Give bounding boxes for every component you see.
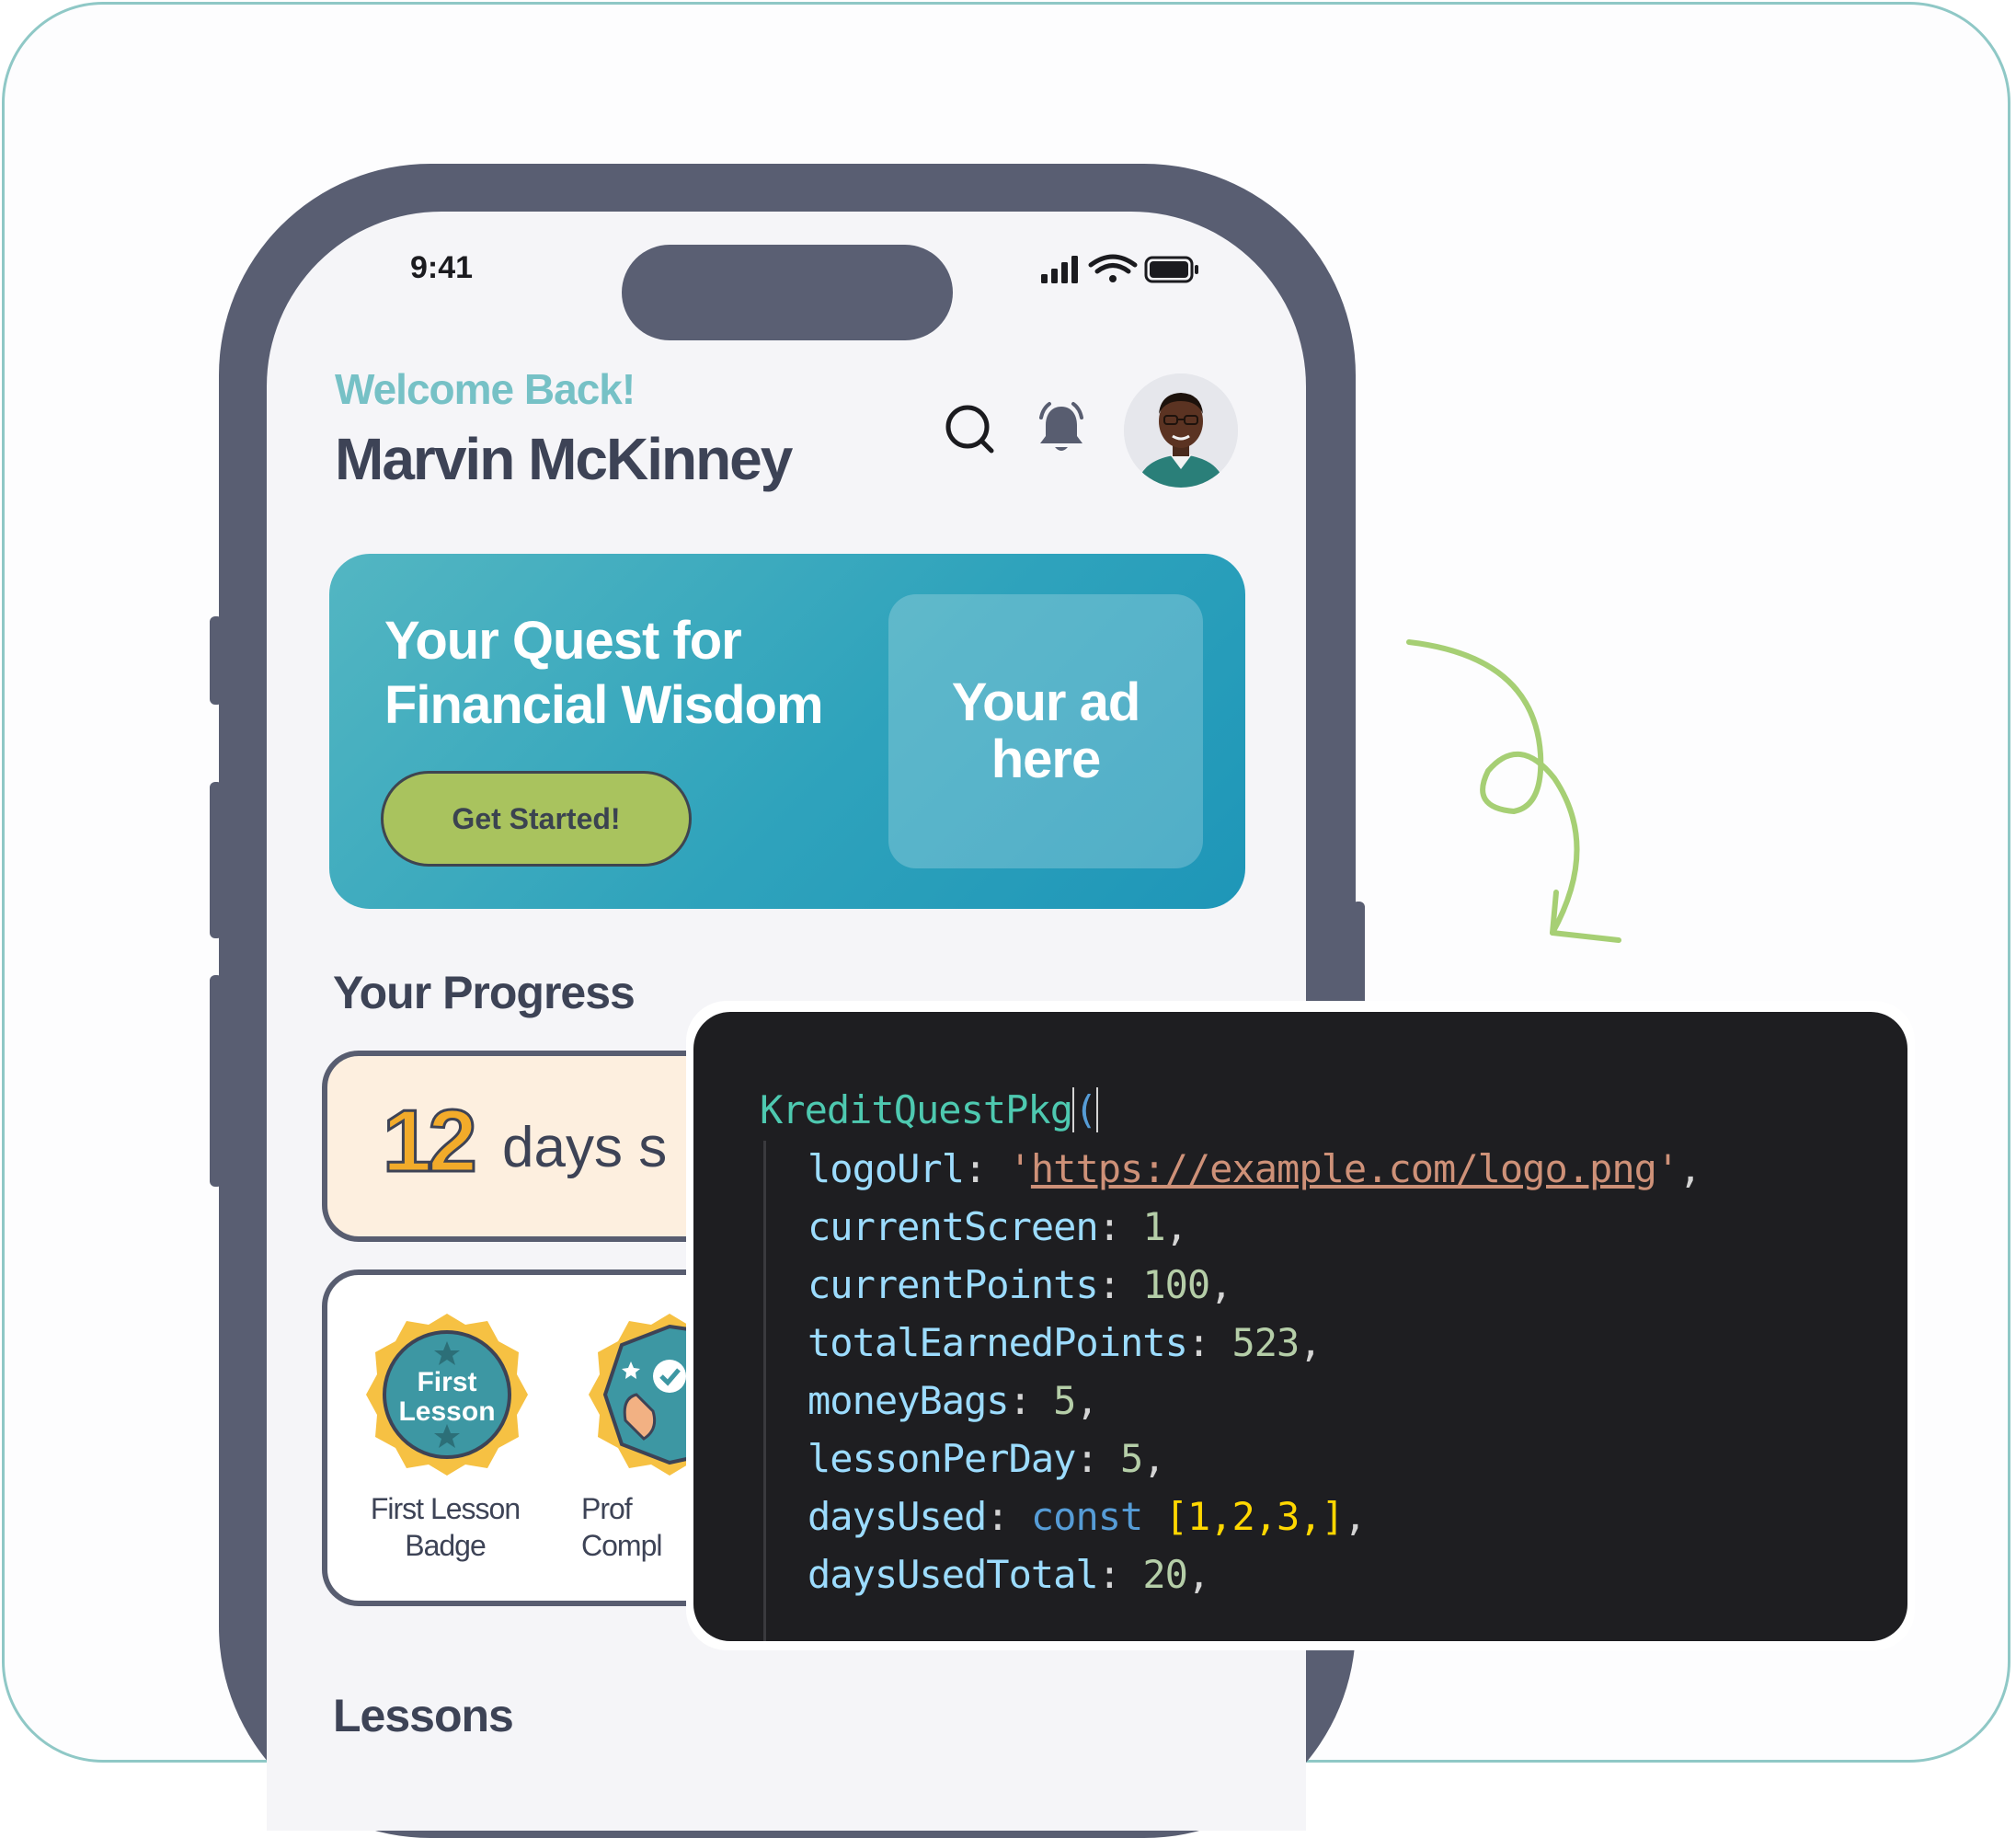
lessons-heading: Lessons [333, 1690, 514, 1741]
welcome-text: Welcome Back! [335, 365, 636, 413]
wifi-icon [1088, 254, 1138, 282]
code-value: 5 [1120, 1436, 1143, 1481]
code-value-url[interactable]: https://example.com/logo.png [1030, 1146, 1657, 1191]
code-line: daysUsedTotal: 20, [808, 1552, 1210, 1597]
indent-guide [763, 1141, 766, 1641]
code-open-paren: ( [1072, 1087, 1099, 1132]
code-key: logoUrl [808, 1146, 965, 1191]
badge-label-first-lesson: First Lesson Badge [370, 1492, 521, 1562]
code-value: 20 [1142, 1552, 1188, 1597]
streak-number: 12 [382, 1091, 479, 1192]
signal-icon [1041, 256, 1078, 283]
badge-label-profile-complete: Prof Compl [581, 1492, 662, 1562]
profile-complete-badge-icon[interactable] [585, 1310, 695, 1479]
code-value: 5 [1053, 1378, 1076, 1423]
code-value: [1,2,3,] [1164, 1494, 1345, 1539]
ad-placeholder[interactable]: Your ad here [888, 594, 1203, 868]
code-function-name: KreditQuestPkg [760, 1087, 1073, 1132]
code-key: moneyBags [808, 1378, 1010, 1423]
search-icon[interactable] [942, 401, 997, 456]
code-key: lessonPerDay [808, 1436, 1076, 1481]
avatar[interactable] [1124, 373, 1238, 488]
code-key: currentPoints [808, 1262, 1099, 1307]
code-key: totalEarnedPoints [808, 1320, 1188, 1365]
avatar-portrait [1124, 373, 1238, 488]
ad-text: Your ad here [951, 672, 1141, 789]
bell-icon[interactable] [1034, 401, 1089, 456]
battery-icon [1144, 256, 1198, 283]
code-line: lessonPerDay: 5, [808, 1436, 1166, 1481]
code-line: totalEarnedPoints: 523, [808, 1320, 1323, 1365]
code-value: 523 [1231, 1320, 1300, 1365]
status-time: 9:41 [410, 250, 474, 285]
code-line: daysUsed: const [1,2,3,], [808, 1494, 1367, 1539]
streak-text: days s [502, 1116, 668, 1179]
code-key: currentScreen [808, 1204, 1099, 1249]
code-editor [693, 1012, 1907, 1641]
badge-icon-text: First [417, 1367, 476, 1397]
code-value: 100 [1142, 1262, 1210, 1307]
status-icons [1041, 254, 1198, 283]
curved-arrow-icon [1406, 639, 1621, 943]
user-name: Marvin McKinney [335, 426, 793, 492]
code-line: moneyBags: 5, [808, 1378, 1099, 1423]
code-line: currentPoints: 100, [808, 1262, 1232, 1307]
dynamic-island [622, 245, 953, 340]
code-line-header: KreditQuestPkg( [760, 1087, 1099, 1132]
code-line: currentScreen: 1, [808, 1204, 1188, 1249]
first-lesson-badge-icon[interactable]: First Lesson [362, 1310, 532, 1479]
progress-heading: Your Progress [333, 967, 636, 1018]
get-started-button[interactable]: Get Started! [381, 771, 692, 867]
code-value: 1 [1142, 1204, 1165, 1249]
code-key: daysUsed [808, 1494, 987, 1539]
code-key: daysUsedTotal [808, 1552, 1099, 1597]
banner-title: Your Quest for Financial Wisdom [384, 611, 824, 735]
code-keyword: const [1030, 1494, 1143, 1539]
badge-icon-text: Lesson [398, 1396, 495, 1427]
code-line: logoUrl: 'https://example.com/logo.png', [808, 1146, 1702, 1191]
